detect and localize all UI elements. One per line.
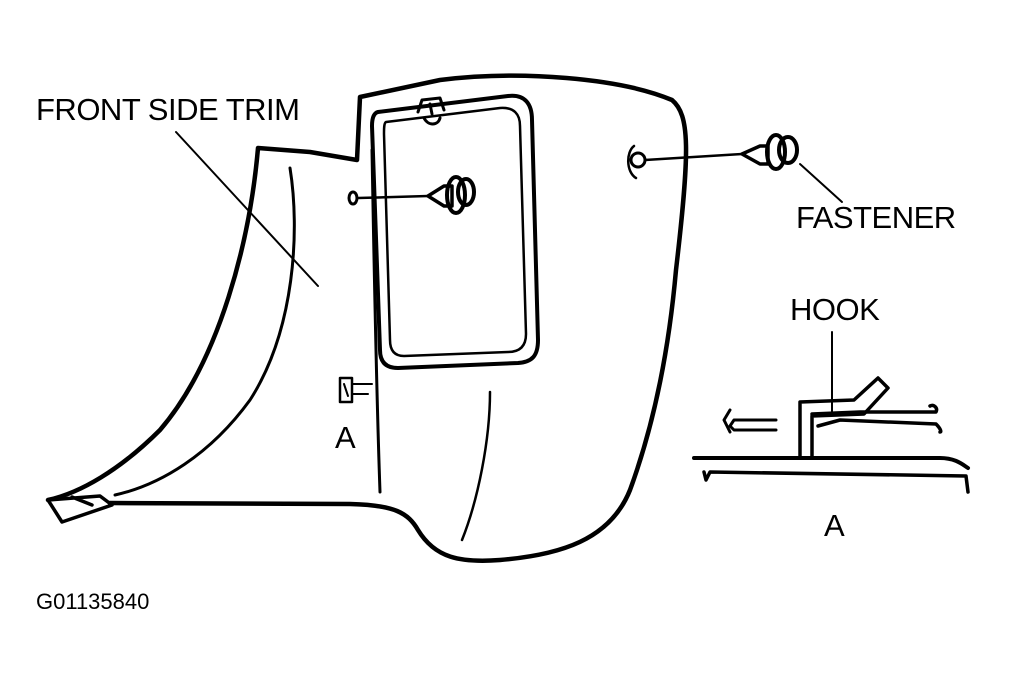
detail-direction-arrow xyxy=(722,408,778,434)
fastener-clip-icon xyxy=(627,133,799,180)
trim-window-recess xyxy=(370,93,540,370)
fastener-clip-icon xyxy=(347,175,476,215)
fastener-label: FASTENER xyxy=(796,200,956,235)
hook-icon xyxy=(798,376,890,460)
view-ref-detail: A xyxy=(824,508,845,543)
view-ref-main: A xyxy=(335,420,356,455)
leader-fastener xyxy=(799,163,843,203)
detail-base-top xyxy=(692,456,970,470)
trim-bottom-tip xyxy=(46,494,114,524)
detail-trim-section xyxy=(810,403,943,434)
front-side-trim-panel xyxy=(45,73,689,563)
fastener-body-right xyxy=(740,144,770,166)
leader-front-side-trim xyxy=(175,131,319,287)
front-side-trim-label: FRONT SIDE TRIM xyxy=(36,92,300,127)
fastener-hole-left xyxy=(347,190,359,206)
fastener-guide-right xyxy=(643,152,744,162)
trim-inner-rib xyxy=(113,166,296,497)
window-outer-frame xyxy=(370,93,540,370)
fastener-hole-right xyxy=(629,151,647,169)
trim-outline xyxy=(45,73,689,563)
fastener-head-right-outer xyxy=(765,133,787,171)
detail-base-bottom xyxy=(702,470,970,494)
fastener-body-left xyxy=(426,184,454,208)
fastener-head-right-inner xyxy=(777,135,799,165)
fastener-guide-left xyxy=(356,194,430,200)
fastener-hole-right-boss xyxy=(627,144,638,180)
trim-lower-crease xyxy=(460,390,492,542)
fastener-head-left-outer xyxy=(445,175,467,215)
fastener-head-left-inner xyxy=(456,177,476,207)
detail-a-view xyxy=(692,376,970,494)
hook-location-symbol xyxy=(338,376,373,404)
top-clip xyxy=(416,96,446,126)
figure-id: G01135840 xyxy=(36,589,150,614)
window-inner-frame xyxy=(382,106,528,358)
hook-label: HOOK xyxy=(790,292,880,327)
